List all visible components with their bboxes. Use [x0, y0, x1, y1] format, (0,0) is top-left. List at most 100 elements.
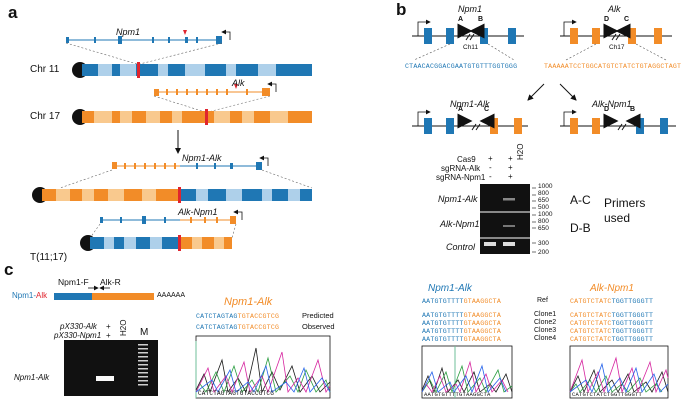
b-npm1-alk-label: Npm1-Alk: [450, 99, 490, 109]
alk-clone2-seq-alk: CATGTCTATC: [570, 320, 612, 327]
transcript-label: Npm1-Alk: [12, 291, 47, 300]
clone4-seq-npm1: AATGTGTTTT: [422, 336, 464, 343]
gel-row-sgrna-alk: sgRNA-Alk: [441, 164, 481, 173]
alk-ref-seq-npm1: TGGTTGGGTT: [611, 298, 654, 305]
alk-clone4-seq: CATGTCTATCTGGTTGGGTT: [570, 336, 653, 343]
alk-clone3-seq-alk: CATGTCTATC: [570, 328, 612, 335]
ref-label: Ref: [537, 297, 548, 304]
size-1000a: 1000: [538, 183, 553, 190]
clone1-seq-npm1: AATGTGTTTT: [422, 312, 464, 319]
clone4-seq-alk: GTAAGGCTA: [463, 336, 501, 343]
clone-ref-seq: AATGTGTTTTGTAAGGCTA: [422, 298, 501, 305]
gel-lane-npm1-alk: Npm1-Alk: [438, 194, 478, 204]
predicted-seq: CATCTAGTAGTGTACCGTCG: [196, 313, 279, 320]
gel-lane-alk-npm1: Alk-Npm1: [440, 219, 480, 229]
alk-clone3-seq: CATGTCTATCTGGTTGGGTT: [570, 328, 653, 335]
primer-pair-db: D-B: [570, 221, 591, 235]
size-650a: 650: [538, 197, 549, 204]
primer-b-fusion: B: [630, 106, 636, 113]
cmark-2-1: -: [88, 331, 91, 340]
ch17-label: Ch17: [609, 44, 625, 51]
clone3-seq: AATGTGTTTTGTAAGGCTA: [422, 328, 501, 335]
primer-d-fusion: D: [604, 106, 610, 113]
chr17-bar: [72, 109, 312, 125]
clone1-label: Clone1: [534, 311, 557, 318]
size-300: 300: [538, 240, 549, 247]
npm1-gene-label: Npm1: [116, 27, 141, 37]
alk-target-seq: TAAAAATCCTGGCATGTCTATCTGTAGGCTAGT: [544, 63, 682, 70]
ref-seq-npm1: AATGTGTTTT: [422, 298, 464, 305]
predicted-seq-alk: TGTACCGTCG: [237, 313, 280, 320]
clone2-seq-alk: GTAAGGCTA: [463, 320, 501, 327]
chromatogram-3: [569, 345, 669, 399]
transcript-alk-part: Alk: [36, 291, 48, 300]
size-500a: 500: [538, 204, 549, 211]
size-650b: 650: [538, 225, 549, 232]
npm1-target-seq: CTAACACGGACGAATGTGTTTGGTGGG: [405, 63, 518, 70]
alk-ref-seq-alk: CATGTCTATC: [570, 298, 612, 305]
translocation-label: T(11;17): [30, 252, 68, 263]
plasmid-npm1: pX330-Npm1: [54, 331, 102, 340]
observed-label: Observed: [302, 322, 335, 331]
clone4-seq: AATGTGTTTTGTAAGGCTA: [422, 336, 501, 343]
size-1000b: 1000: [538, 211, 553, 218]
b-npm1-locus: [412, 19, 524, 44]
gel-b-h2o: H2O: [516, 143, 525, 160]
cmark-2-2: +: [106, 331, 111, 340]
chrom1-basecalls: CATCTAGTAGTGTACCGTCG: [198, 390, 275, 397]
ch11-label: Ch11: [463, 44, 479, 51]
cmark-1-2: +: [106, 322, 111, 331]
alk-clone4-seq-npm1: TGGTTGGGTT: [611, 336, 654, 343]
size-800b: 800: [538, 218, 549, 225]
b-npm1-alk-fusion: [412, 109, 528, 134]
alk-clone1-seq-alk: CATGTCTATC: [570, 312, 612, 319]
gel-c-marker: M: [140, 327, 149, 338]
b-alk-npm1-fusion: [560, 109, 676, 134]
primer-npm1-f: Npm1-F: [58, 277, 89, 287]
size-200: 200: [538, 249, 549, 256]
primer-a-top: A: [458, 16, 464, 23]
chr17-label: Chr 17: [30, 111, 61, 122]
alk-clone4-seq-alk: CATGTCTATC: [570, 336, 612, 343]
clone3-label: Clone3: [534, 327, 557, 334]
observed-seq-alk: TGTACCGTCG: [237, 324, 280, 331]
chr11-bar: [72, 62, 312, 78]
primer-d-top: D: [604, 16, 610, 23]
b-npm1-label: Npm1: [458, 4, 483, 14]
clone1-seq: AATGTGTTTTGTAAGGCTA: [422, 312, 501, 319]
clone4-label: Clone4: [534, 335, 557, 342]
alk-clone1-seq: CATGTCTATCTGGTTGGGTT: [570, 312, 653, 319]
polya-tail: AAAAAA: [157, 292, 186, 299]
clone2-label: Clone2: [534, 319, 557, 326]
alk-gene-label: Alk: [232, 78, 245, 88]
gel-c: [64, 340, 158, 396]
b-alk-npm1-label: Alk-Npm1: [592, 99, 632, 109]
size-800a: 800: [538, 190, 549, 197]
transcript-diagram: [54, 285, 154, 300]
alk-gene-diagram: [154, 81, 277, 96]
alk-npm1-fusion-gene: [100, 209, 243, 224]
clone2-seq: AATGTGTTTTGTAAGGCTA: [422, 320, 501, 327]
mark-1-1: +: [488, 154, 493, 163]
clone3-seq-alk: GTAAGGCTA: [463, 328, 501, 335]
b-alk-label: Alk: [608, 4, 621, 14]
panel-label-b: b: [396, 0, 407, 19]
primer-pair-ac: A-C: [570, 193, 591, 207]
chromatogram-1: [195, 335, 331, 399]
gel-row-sgrna-npm1: sgRNA-Npm1: [436, 173, 486, 182]
chrom1-title: Npm1-Alk: [224, 296, 273, 308]
clone2-seq-npm1: AATGTGTTTT: [422, 320, 464, 327]
chromatogram-2: [421, 345, 513, 399]
npm1-gene-diagram: [66, 29, 231, 44]
npm1-alk-fusion-gene: [112, 155, 269, 170]
clone1-seq-alk: GTAAGGCTA: [463, 312, 501, 319]
chrom2-title: Npm1-Alk: [428, 283, 472, 294]
primer-c-fusion: C: [484, 106, 490, 113]
mark-1-2: +: [508, 154, 513, 163]
observed-seq: CATCTAGTAGTGTACCGTCG: [196, 324, 279, 331]
predicted-seq-npm1: CATCTAGTAG: [196, 313, 238, 320]
primers-used-label: Primers used: [604, 196, 646, 225]
plasmid-alk: pX330-Alk: [60, 322, 97, 331]
mark-3-2: +: [508, 172, 513, 181]
alk-clone2-seq-npm1: TGGTTGGGTT: [611, 320, 654, 327]
